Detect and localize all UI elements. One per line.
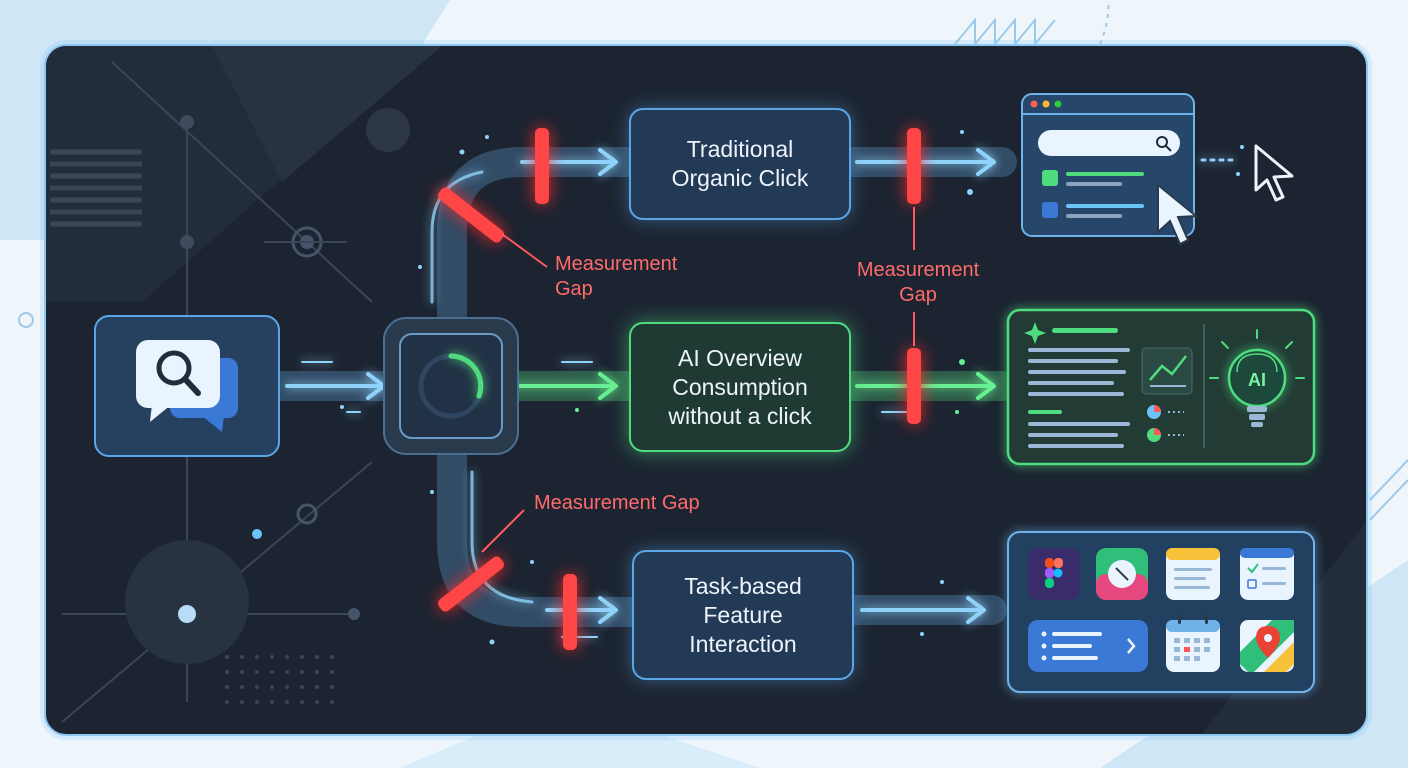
cursor-outline-icon	[1254, 144, 1294, 202]
list-widget-icon	[1028, 620, 1148, 672]
measurement-gap-label-bottom: Measurement Gap	[534, 492, 700, 514]
task-based-feature-node: Task-based Feature Interaction	[632, 550, 854, 680]
measurement-gap-label-top-left: Measurement Gap	[555, 253, 678, 300]
query-node	[94, 315, 280, 457]
apps-panel	[1007, 531, 1315, 693]
gap-callout-lines	[481, 207, 915, 553]
calendar-app-icon	[1166, 614, 1220, 672]
ai-badge: AI	[1248, 370, 1266, 390]
search-chat-icon	[136, 340, 238, 432]
ai-lightbulb-brain-icon: AI	[1209, 329, 1305, 427]
search-results-window-icon	[1021, 93, 1195, 237]
maps-app-icon	[1240, 620, 1294, 672]
checklist-app-icon	[1240, 548, 1294, 600]
ai-overview-panel	[1006, 308, 1316, 466]
traditional-organic-click-node: Traditional Organic Click	[629, 108, 851, 220]
measurement-gap-bars	[437, 128, 922, 650]
measurement-gap-label-top-right: Measurement Gap	[856, 259, 980, 306]
ai-overview-label: AI Overview Consumption without a click	[668, 344, 812, 429]
figma-app-icon	[1028, 548, 1080, 600]
diagram-panel: AI	[44, 44, 1368, 736]
notes-app-icon	[1166, 548, 1220, 600]
cursor-icon	[1157, 182, 1199, 246]
loading-ring-icon	[418, 353, 484, 419]
flow-diagram: AI	[46, 46, 1366, 734]
background-geometry	[46, 46, 1366, 734]
ai-overview-node: AI Overview Consumption without a click	[629, 322, 851, 452]
chat-app-icon	[1096, 548, 1148, 600]
flow-particles	[340, 130, 1244, 645]
traditional-organic-click-label: Traditional Organic Click	[671, 136, 809, 191]
task-based-feature-label: Task-based Feature Interaction	[684, 572, 802, 657]
router-node	[383, 317, 519, 455]
